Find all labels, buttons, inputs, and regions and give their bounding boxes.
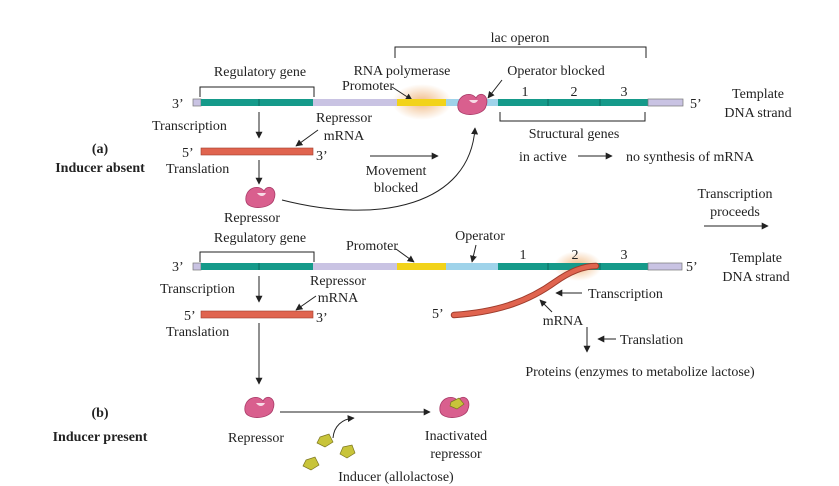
dna-strand-b — [192, 262, 683, 271]
regulatory-gene-segment-b — [201, 263, 313, 270]
dna-tail-right — [647, 98, 684, 107]
transcription-proceeds-line1: Transcription — [698, 187, 773, 202]
in-active-label: in active — [519, 150, 567, 165]
mrna-5-end: 5’ — [182, 146, 194, 161]
operator-label-b: Operator — [455, 229, 505, 244]
inactivated-label-line1: Inactivated — [425, 429, 487, 444]
repressor-b — [244, 396, 275, 418]
repressor-binding-arrow — [281, 127, 479, 211]
operator-segment-b — [446, 263, 498, 270]
gene-number-2-b: 2 — [572, 248, 579, 263]
mrna-3-end: 3’ — [316, 149, 328, 164]
repressor-mrna-label-line2: mRNA — [324, 129, 365, 144]
operator-blocked-label: Operator blocked — [507, 64, 605, 79]
repressor-mrna-pointer-b — [295, 295, 317, 311]
template-label-line1: Template — [732, 87, 784, 102]
template-label-b-line2: DNA strand — [722, 270, 789, 285]
dna-5-end: 5’ — [690, 97, 702, 112]
structural-genes-label: Structural genes — [529, 127, 620, 142]
inactivated-repressor — [439, 396, 470, 418]
free-repressor — [245, 186, 276, 208]
transcription-proceeds-line2: proceeds — [710, 205, 760, 220]
lac-mrna-label: mRNA — [543, 314, 584, 329]
rna-polymerase-label: RNA polymerase — [354, 64, 451, 79]
transcription-label-b: Transcription — [160, 282, 235, 297]
operator-pointer — [487, 79, 503, 99]
structural-genes-bracket — [499, 112, 646, 122]
inducer-binding-arrow — [332, 415, 355, 439]
translation-right-label: Translation — [620, 333, 683, 348]
lac-operon-bracket — [394, 46, 647, 58]
template-label-b-line1: Template — [730, 251, 782, 266]
dna-3-end-b: 3’ — [172, 260, 184, 275]
proteins-label: Proteins (enzymes to metabolize lactose) — [525, 365, 755, 380]
bound-repressor — [457, 93, 488, 115]
inducer-molecule — [339, 444, 356, 459]
repressor-label: Repressor — [224, 211, 280, 226]
regulatory-gene-label-b: Regulatory gene — [214, 231, 306, 246]
movement-label-line1: Movement — [366, 164, 427, 179]
panel-b-title: Inducer present — [53, 430, 148, 445]
inducer-molecules — [302, 433, 356, 471]
regulatory-gene-bracket-b — [199, 251, 315, 262]
repressor-mrna-label-b-line2: mRNA — [318, 291, 359, 306]
repressor-mrna-pointer — [295, 129, 319, 147]
lac-mrna-strand-fill — [451, 263, 599, 318]
panel-b-letter: (b) — [91, 406, 108, 421]
spacer-segment — [313, 99, 397, 106]
repressor-label-b: Repressor — [228, 431, 284, 446]
lac-mrna-5-end: 5’ — [432, 307, 444, 322]
structural-genes-segment-b — [498, 263, 648, 270]
gene-number-3: 3 — [621, 85, 628, 100]
operator-pointer-b — [470, 244, 477, 263]
panel-a-letter: (a) — [92, 142, 109, 157]
mrna-5-end-b: 5’ — [184, 309, 196, 324]
repressor-mrna-strand — [200, 147, 314, 156]
repressor-mrna-label-b-line1: Repressor — [310, 274, 366, 289]
inducer-molecule — [316, 433, 334, 448]
dna-end-left — [192, 98, 202, 107]
template-label-line2: DNA strand — [724, 106, 791, 121]
dna-tail-right-b — [647, 262, 683, 271]
promoter-pointer-b — [395, 248, 415, 263]
gene-number-1: 1 — [522, 85, 529, 100]
transcription-label: Transcription — [152, 119, 227, 134]
promoter-segment — [397, 99, 446, 106]
inactivated-label-line2: repressor — [430, 447, 482, 462]
repressor-mrna-strand-b — [200, 310, 314, 319]
spacer-segment-b — [313, 263, 397, 270]
gene-number-2: 2 — [571, 85, 578, 100]
inducer-label: Inducer (allolactose) — [338, 470, 454, 485]
dna-5-end-b: 5’ — [686, 260, 698, 275]
inducer-molecule — [302, 456, 320, 471]
regulatory-gene-bracket — [199, 86, 315, 97]
regulatory-gene-segment — [201, 99, 313, 106]
mrna-pointer-b — [539, 299, 553, 313]
transcription-right-label: Transcription — [588, 287, 663, 302]
dna-end-left-b — [192, 262, 202, 271]
translation-label-b: Translation — [166, 325, 229, 340]
lac-mrna-strand — [450, 262, 600, 319]
gene-number-1-b: 1 — [520, 248, 527, 263]
promoter-label-b: Promoter — [346, 239, 398, 254]
no-synthesis-label: no synthesis of mRNA — [626, 150, 755, 165]
translation-label: Translation — [166, 162, 229, 177]
gene-number-3-b: 3 — [621, 248, 628, 263]
promoter-pointer — [391, 86, 413, 101]
regulatory-gene-label: Regulatory gene — [214, 65, 306, 80]
panel-a-title: Inducer absent — [55, 161, 145, 176]
promoter-label: Promoter — [342, 79, 394, 94]
mrna-3-end-b: 3’ — [316, 311, 328, 326]
promoter-segment-b — [397, 263, 446, 270]
dna-3-end: 3’ — [172, 97, 184, 112]
structural-genes-segment — [498, 99, 648, 106]
dna-strand-a — [192, 98, 684, 107]
lac-operon-label: lac operon — [491, 31, 550, 46]
panel-a: lac operon Regulatory gene RNA polymeras… — [55, 31, 791, 226]
panel-b: Transcription proceeds Regulatory gene P… — [53, 187, 790, 485]
movement-label-line2: blocked — [374, 181, 418, 196]
repressor-mrna-label-line1: Repressor — [316, 111, 372, 126]
